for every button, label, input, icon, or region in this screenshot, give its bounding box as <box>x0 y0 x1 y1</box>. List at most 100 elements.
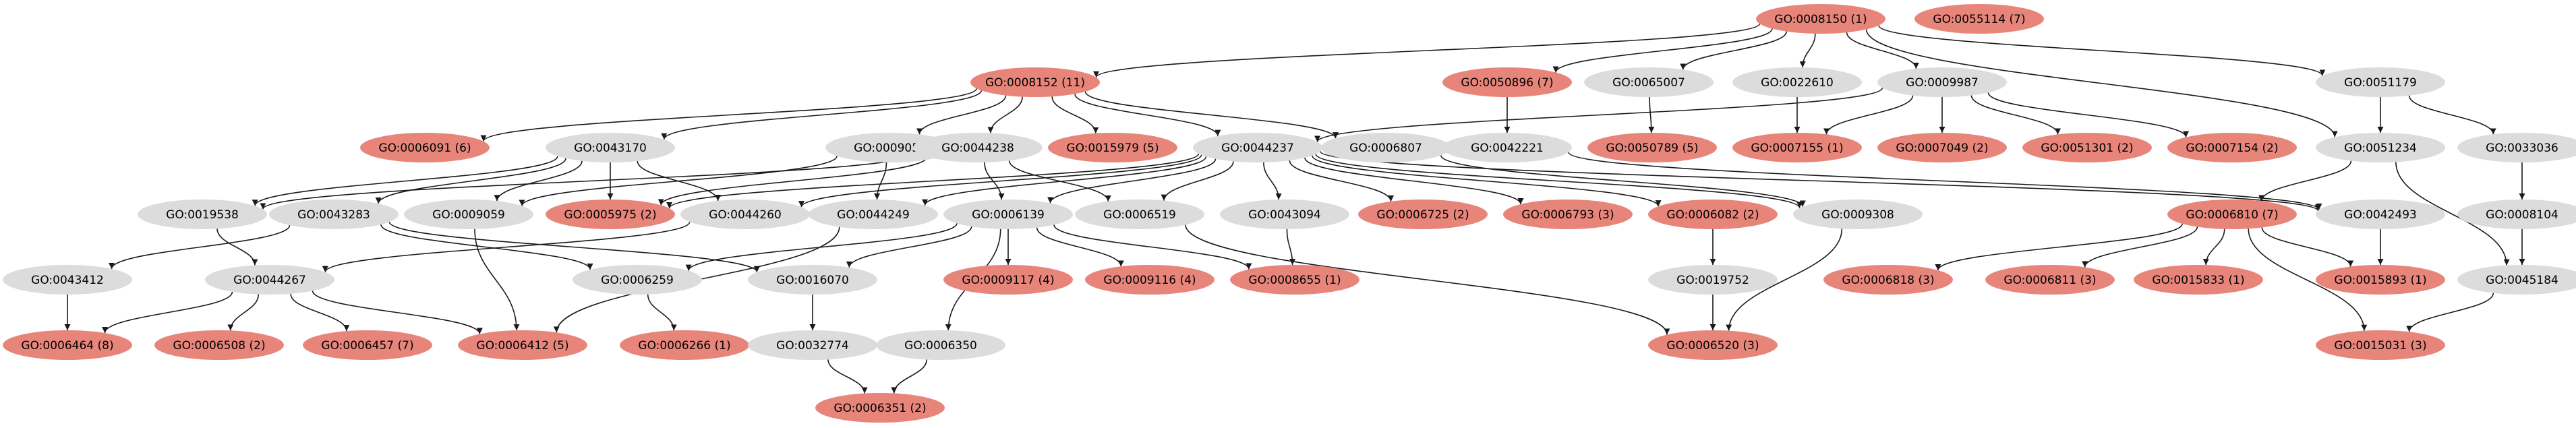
enriched-node-ellipse <box>1985 265 2115 295</box>
go-term-node: GO:0006457 (7) <box>303 330 432 360</box>
plain-node-ellipse <box>2316 133 2445 162</box>
go-term-node: GO:0006464 (8) <box>3 330 132 360</box>
edge-n6810-to-n6818 <box>1935 223 2183 271</box>
node-label: GO:0032774 <box>776 339 849 353</box>
node-label: GO:0044260 <box>709 208 782 222</box>
edge-n32774-to-n6351 <box>827 359 868 394</box>
edge-n8152-to-n6807 <box>1084 91 1339 139</box>
node-label: GO:0043094 <box>1248 208 1321 222</box>
enriched-node-ellipse <box>2316 265 2445 295</box>
enriched-node-ellipse <box>1914 4 2044 34</box>
enriched-node-ellipse <box>620 330 749 360</box>
edge-n9987-to-n7154 <box>1987 92 2189 137</box>
go-term-node: GO:0045184 <box>2457 265 2576 295</box>
go-term-node: GO:0008104 <box>2457 200 2576 229</box>
edge-n6810-to-n6811 <box>2082 226 2198 268</box>
go-term-node: GO:0006811 (3) <box>1985 265 2115 295</box>
plain-node-ellipse <box>1584 67 1714 97</box>
plain-node-ellipse <box>1442 133 1572 162</box>
go-term-node: GO:0016070 <box>748 265 877 295</box>
node-label: GO:0044267 <box>233 274 306 287</box>
go-term-node: GO:0015031 (3) <box>2316 330 2445 360</box>
edge-n6810-to-n15031 <box>2248 228 2368 331</box>
go-term-node: GO:0042493 <box>2316 200 2445 229</box>
node-label: GO:0008104 <box>2486 208 2558 222</box>
node-label: GO:0006412 (5) <box>476 339 568 353</box>
plain-node-ellipse <box>1193 133 1322 162</box>
go-term-node: GO:0043412 <box>3 265 132 295</box>
go-term-node: GO:0005975 (2) <box>546 200 675 229</box>
edge-n19538-to-n44267 <box>216 228 258 266</box>
plain-node-ellipse <box>1321 133 1451 162</box>
plain-node-ellipse <box>2457 265 2576 295</box>
go-term-node: GO:0007049 (2) <box>1877 133 2007 162</box>
go-term-node: GO:0006082 (2) <box>1648 200 1778 229</box>
node-label: GO:0008655 (1) <box>1248 274 1341 287</box>
node-label: GO:0009987 <box>1906 76 1979 90</box>
go-term-node: GO:0022610 <box>1732 67 1862 97</box>
node-label: GO:0006082 (2) <box>1666 208 1759 222</box>
edge-n45184-to-n15031 <box>2406 293 2494 332</box>
edge-n65007-to-n50789 <box>1648 96 1655 133</box>
node-label: GO:0043283 <box>297 208 370 222</box>
edge-n9987-to-n7155 <box>1823 95 1914 135</box>
node-label: GO:0045184 <box>2486 274 2558 287</box>
enriched-node-ellipse <box>360 133 490 162</box>
edge-n6810-to-n15893 <box>2261 227 2354 267</box>
node-label: GO:0006725 (2) <box>1376 208 1469 222</box>
go-term-node: GO:0006725 (2) <box>1358 200 1488 229</box>
edge-n6139-to-n9116 <box>1036 227 1124 267</box>
edge-n51179-to-n33036 <box>2408 95 2496 135</box>
node-label: GO:0007154 (2) <box>2186 142 2278 155</box>
edge-n6139-to-n8655 <box>1053 224 1252 270</box>
node-label: GO:0006266 (1) <box>638 339 730 353</box>
go-term-node: GO:0007154 (2) <box>2167 133 2297 162</box>
edge-n8150-to-n9987 <box>1846 32 1919 69</box>
edge-n44237-to-n6139 <box>1047 158 1217 204</box>
edge-n44237-to-n9308 <box>1315 154 1803 208</box>
node-label: GO:0006793 (3) <box>1521 208 1614 222</box>
node-label: GO:0051301 (2) <box>2041 142 2133 155</box>
go-term-node: GO:0006810 (7) <box>2167 200 2297 229</box>
node-label: GO:0006818 (3) <box>1842 274 1934 287</box>
plain-node-ellipse <box>1075 200 1204 229</box>
enriched-node-ellipse <box>970 67 1100 97</box>
go-term-node: GO:0065007 <box>1584 67 1714 97</box>
enriched-node-ellipse <box>943 265 1073 295</box>
edge-n51234-to-n6810 <box>2258 160 2352 202</box>
node-label: GO:0006508 (2) <box>173 339 265 353</box>
enriched-node-ellipse <box>1085 265 1214 295</box>
node-label: GO:0042493 <box>2344 208 2417 222</box>
plain-node-ellipse <box>1793 200 1923 229</box>
go-term-node: GO:0015979 (5) <box>1048 133 1177 162</box>
go-term-node: GO:0044238 <box>913 133 1043 162</box>
plain-node-ellipse <box>876 330 1005 360</box>
enriched-node-ellipse <box>815 393 945 423</box>
go-term-node: GO:0006266 (1) <box>620 330 749 360</box>
plain-node-ellipse <box>269 200 399 229</box>
node-label: GO:0006519 <box>1103 208 1176 222</box>
go-term-node: GO:0051234 <box>2316 133 2445 162</box>
edge-n42221-to-n42493 <box>1568 152 2322 210</box>
edge-n9987-to-n44237 <box>1314 88 1883 142</box>
edge-n8150-to-n22610 <box>1799 33 1816 68</box>
edge-n44267-to-n6412 <box>312 291 483 334</box>
node-label: GO:0006807 <box>1349 142 1422 155</box>
edge-n43283-to-n6259 <box>380 224 593 270</box>
edge-layer <box>64 23 2525 394</box>
plain-node-ellipse <box>943 200 1073 229</box>
edge-n44237-to-n6725 <box>1289 160 1395 202</box>
edge-n6259-to-n6266 <box>647 294 677 331</box>
go-term-node: GO:0019752 <box>1648 265 1778 295</box>
edge-n44237-to-n44260 <box>798 154 1202 208</box>
go-term-node: GO:0006818 (3) <box>1823 265 1953 295</box>
enriched-node-ellipse <box>1732 133 1862 162</box>
go-term-node: GO:0009116 (4) <box>1085 265 1214 295</box>
node-label: GO:0019752 <box>1676 274 1749 287</box>
plain-node-ellipse <box>1732 67 1862 97</box>
edge-n6139-to-n6259 <box>685 223 958 271</box>
edge-n8152-to-n44237 <box>1074 94 1221 136</box>
edge-n43283-to-n43412 <box>109 224 291 270</box>
go-term-node: GO:0015893 (1) <box>2316 265 2445 295</box>
plain-node-ellipse <box>3 265 132 295</box>
